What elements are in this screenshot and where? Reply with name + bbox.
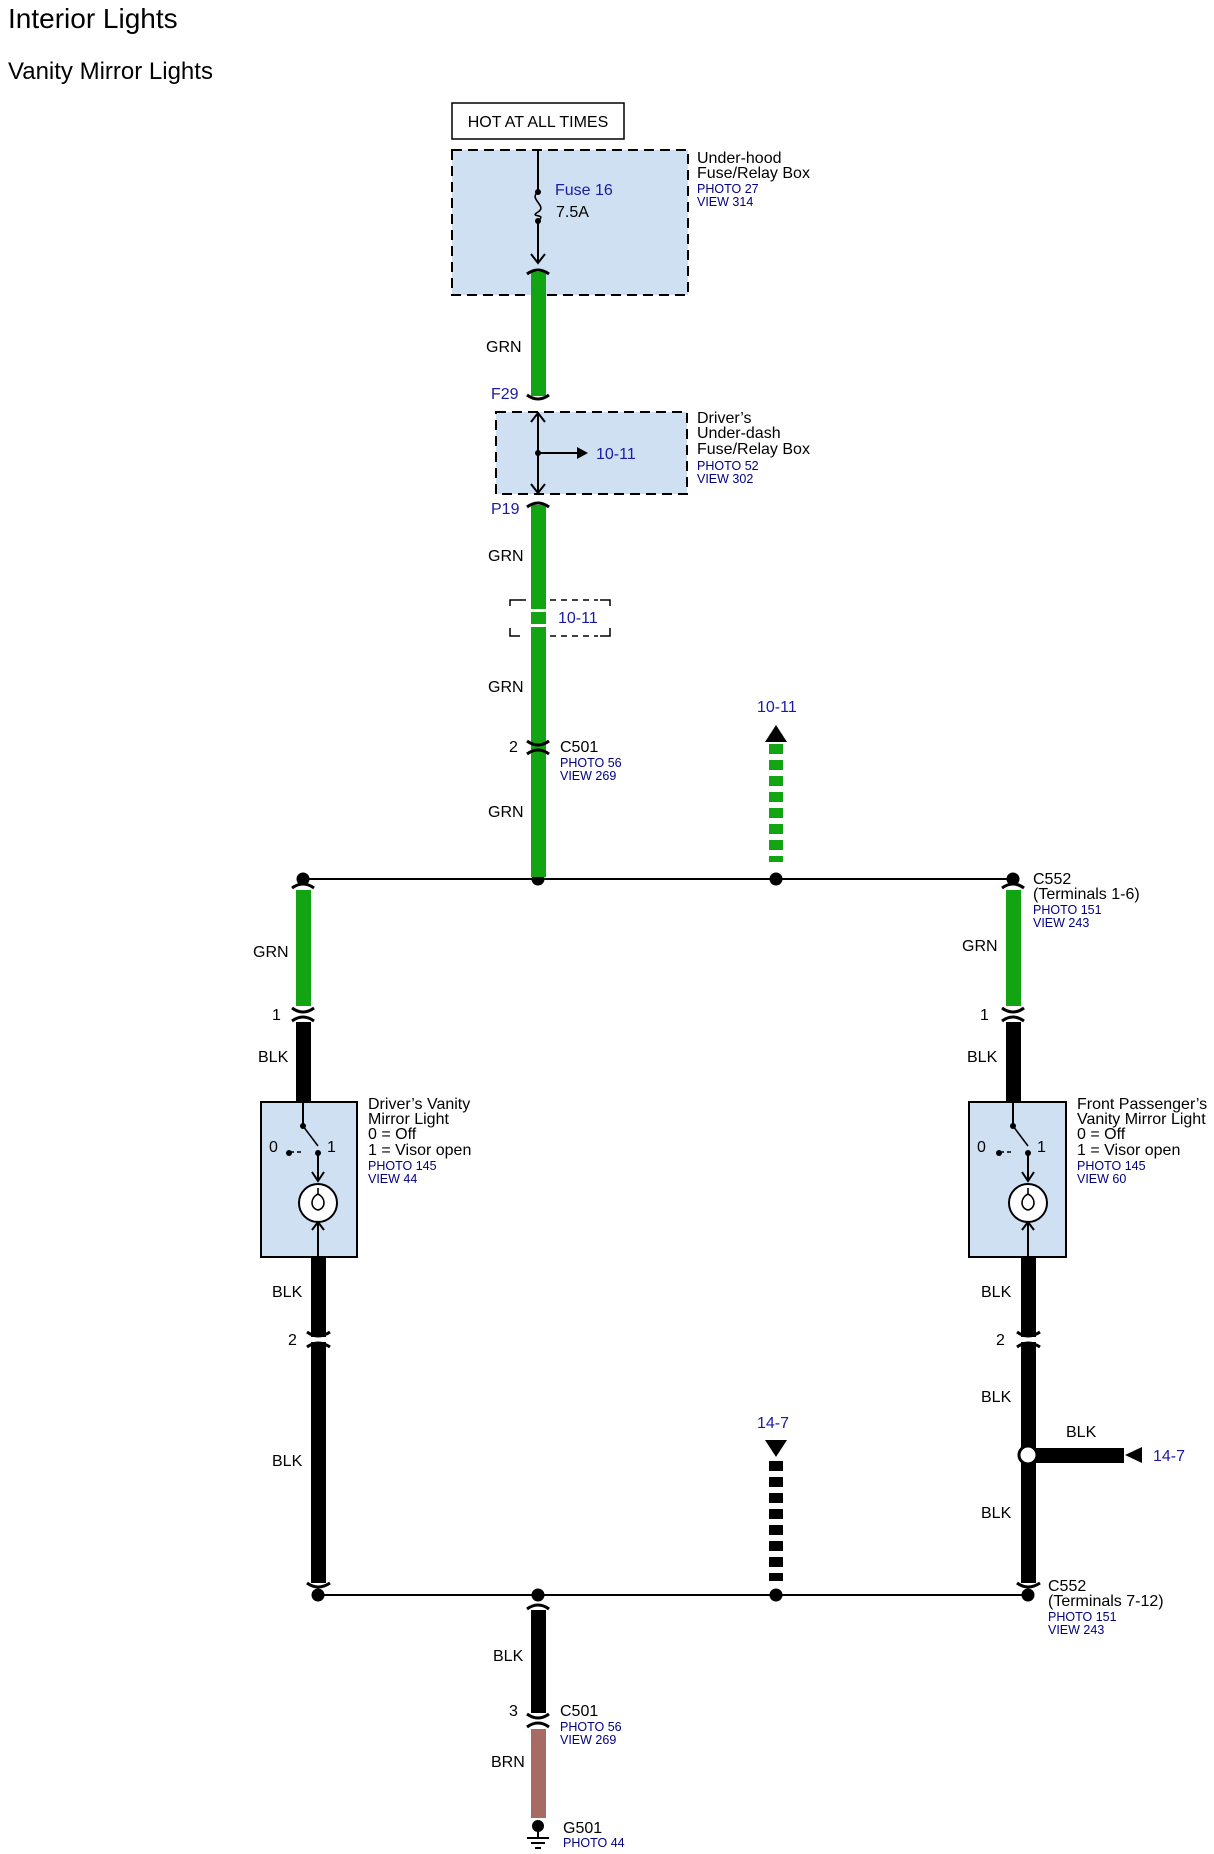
passenger-light-name-1: Front Passenger’s [1077,1096,1207,1113]
wire-label-blk-driver-1: BLK [258,1049,289,1066]
ground-photo: PHOTO 44 [563,1836,625,1850]
branch-down-arrow [765,1440,787,1581]
wire-brn-ground [531,1729,546,1818]
c552-bottom-name: C552 [1048,1578,1086,1595]
underdash-branch-ref: 10-11 [596,446,636,463]
driver-sw-on: 1 [327,1139,336,1156]
c552-top-view: VIEW 243 [1033,916,1089,930]
passenger-light-name-2: Vanity Mirror Light [1077,1111,1206,1128]
underhood-box-name-1: Under-hood [697,150,782,167]
passenger-sw-off: 0 [977,1139,986,1156]
power-source-label: HOT AT ALL TIMES [468,114,609,131]
underhood-box-name-2: Fuse/Relay Box [697,165,810,182]
fuse-name: Fuse 16 [555,182,613,199]
c552-top-name: C552 [1033,871,1071,888]
wire-label-grn-driver: GRN [253,944,289,961]
branch-up-arrow [765,725,787,862]
splice-ref: 10-11 [558,610,598,627]
underdash-box-view: VIEW 302 [697,472,753,486]
c501-view-top: VIEW 269 [560,769,616,783]
up-arrow-ref: 10-11 [757,699,797,716]
passenger-pin-in: 1 [980,1007,989,1024]
driver-light-name-2: Mirror Light [368,1111,449,1128]
terminal-f29: F29 [491,386,519,403]
driver-light-state-off: 0 = Off [368,1126,417,1143]
wire-grn-feed [531,272,546,396]
passenger-light-state-off: 0 = Off [1077,1126,1126,1143]
wire-blk-driver-in [296,1022,311,1102]
driver-pin-in: 1 [272,1007,281,1024]
terminal-p19: P19 [491,501,520,518]
wire-blk-driver-out [311,1257,326,1583]
c552-top-photo: PHOTO 151 [1033,903,1102,917]
wire-grn-main [531,505,546,866]
c552-bottom-view: VIEW 243 [1048,1623,1104,1637]
wire-label-blk-driver-2: BLK [272,1284,303,1301]
underhood-box-view: VIEW 314 [697,195,753,209]
underdash-box-name-3: Fuse/Relay Box [697,441,810,458]
underdash-box-name-1: Driver’s [697,410,752,427]
wire-label-blk-passenger-1: BLK [967,1049,998,1066]
driver-pin-out: 2 [288,1332,297,1349]
wire-label-blk-passenger-4: BLK [981,1505,1012,1522]
c501-connector-top [526,739,550,756]
wire-label-grn-passenger: GRN [962,938,998,955]
down-arrow-ref: 14-7 [757,1415,789,1432]
underdash-fuse-relay-box [495,411,688,495]
driver-sw-off: 0 [269,1139,278,1156]
underhood-box-photo: PHOTO 27 [697,182,759,196]
splice-box [509,599,611,637]
driver-light-photo: PHOTO 145 [368,1159,437,1173]
passenger-sw-on: 1 [1037,1139,1046,1156]
c552-bottom-terminals: (Terminals 7-12) [1048,1593,1164,1610]
underdash-box-name-2: Under-dash [697,425,781,442]
c501-name-top: C501 [560,739,598,756]
driver-vanity-light [260,1101,358,1258]
c501-view-bottom: VIEW 269 [560,1733,616,1747]
side-arrow-ref: 14-7 [1153,1448,1185,1465]
wire-blk-passenger-in [1006,1022,1021,1102]
wire-label-grn-1: GRN [486,339,522,356]
ground-name: G501 [563,1820,602,1837]
wire-label-brn: BRN [491,1754,525,1771]
wire-blk-passenger-out [1021,1257,1036,1583]
wire-label-grn-3: GRN [488,679,524,696]
driver-light-state-on: 1 = Visor open [368,1142,471,1159]
page-subtitle: Vanity Mirror Lights [8,58,213,85]
page-title: Interior Lights [8,3,178,34]
underdash-box-photo: PHOTO 52 [697,459,759,473]
side-arrow-wire-label: BLK [1066,1424,1097,1441]
c501-photo-bottom: PHOTO 56 [560,1720,622,1734]
c501-pin-top: 2 [509,739,518,756]
wire-label-grn-4: GRN [488,804,524,821]
driver-light-name-1: Driver’s Vanity [368,1096,470,1113]
c501-photo-top: PHOTO 56 [560,756,622,770]
wire-label-blk-passenger-2: BLK [981,1284,1012,1301]
driver-light-view: VIEW 44 [368,1172,417,1186]
underhood-fuse-relay-box [451,149,689,296]
wire-grn-passenger [1006,890,1021,1006]
wire-label-blk-ground: BLK [493,1648,524,1665]
wire-label-grn-2: GRN [488,548,524,565]
power-source-box [451,102,625,140]
c552-bottom-photo: PHOTO 151 [1048,1610,1117,1624]
c501-name-bottom: C501 [560,1703,598,1720]
c501-pin-bottom: 3 [509,1703,518,1720]
passenger-pin-out: 2 [996,1332,1005,1349]
fuse-rating: 7.5A [556,204,589,221]
wire-label-blk-passenger-3: BLK [981,1389,1012,1406]
passenger-vanity-light [968,1101,1067,1258]
wire-grn-driver [296,890,311,1006]
wire-label-blk-driver-3: BLK [272,1453,303,1470]
ground-icon [527,1820,549,1849]
passenger-light-photo: PHOTO 145 [1077,1159,1146,1173]
side-branch-arrow [1017,1444,1142,1466]
wire-blk-ground [531,1610,546,1713]
passenger-light-state-on: 1 = Visor open [1077,1142,1180,1159]
c552-top-terminals: (Terminals 1-6) [1033,886,1140,903]
passenger-light-view: VIEW 60 [1077,1172,1126,1186]
